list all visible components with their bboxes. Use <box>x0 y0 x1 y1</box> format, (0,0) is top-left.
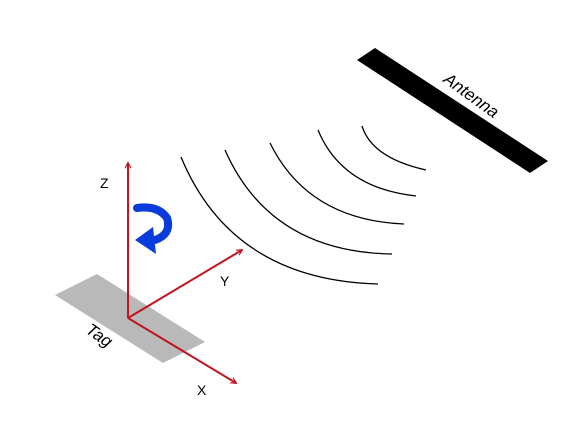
x-axis-line <box>127 317 236 383</box>
antenna-shape <box>357 48 548 173</box>
wave-arc-3 <box>269 142 405 225</box>
rotation-arrow-body <box>133 203 173 244</box>
rotation-arrow-head <box>135 227 156 254</box>
wave-arc-4 <box>224 149 393 255</box>
wave-arc-1 <box>361 125 427 171</box>
wave-arc-2 <box>317 129 417 197</box>
radio-waves <box>180 125 427 285</box>
curved-rotation-arrow-icon <box>133 203 173 254</box>
wave-arc-5 <box>180 156 379 285</box>
z-axis-label: Z <box>100 175 109 191</box>
x-axis-label: X <box>197 382 207 398</box>
coordinate-axes <box>128 163 242 383</box>
y-axis-label: Y <box>220 273 230 289</box>
y-axis-line <box>127 250 242 319</box>
